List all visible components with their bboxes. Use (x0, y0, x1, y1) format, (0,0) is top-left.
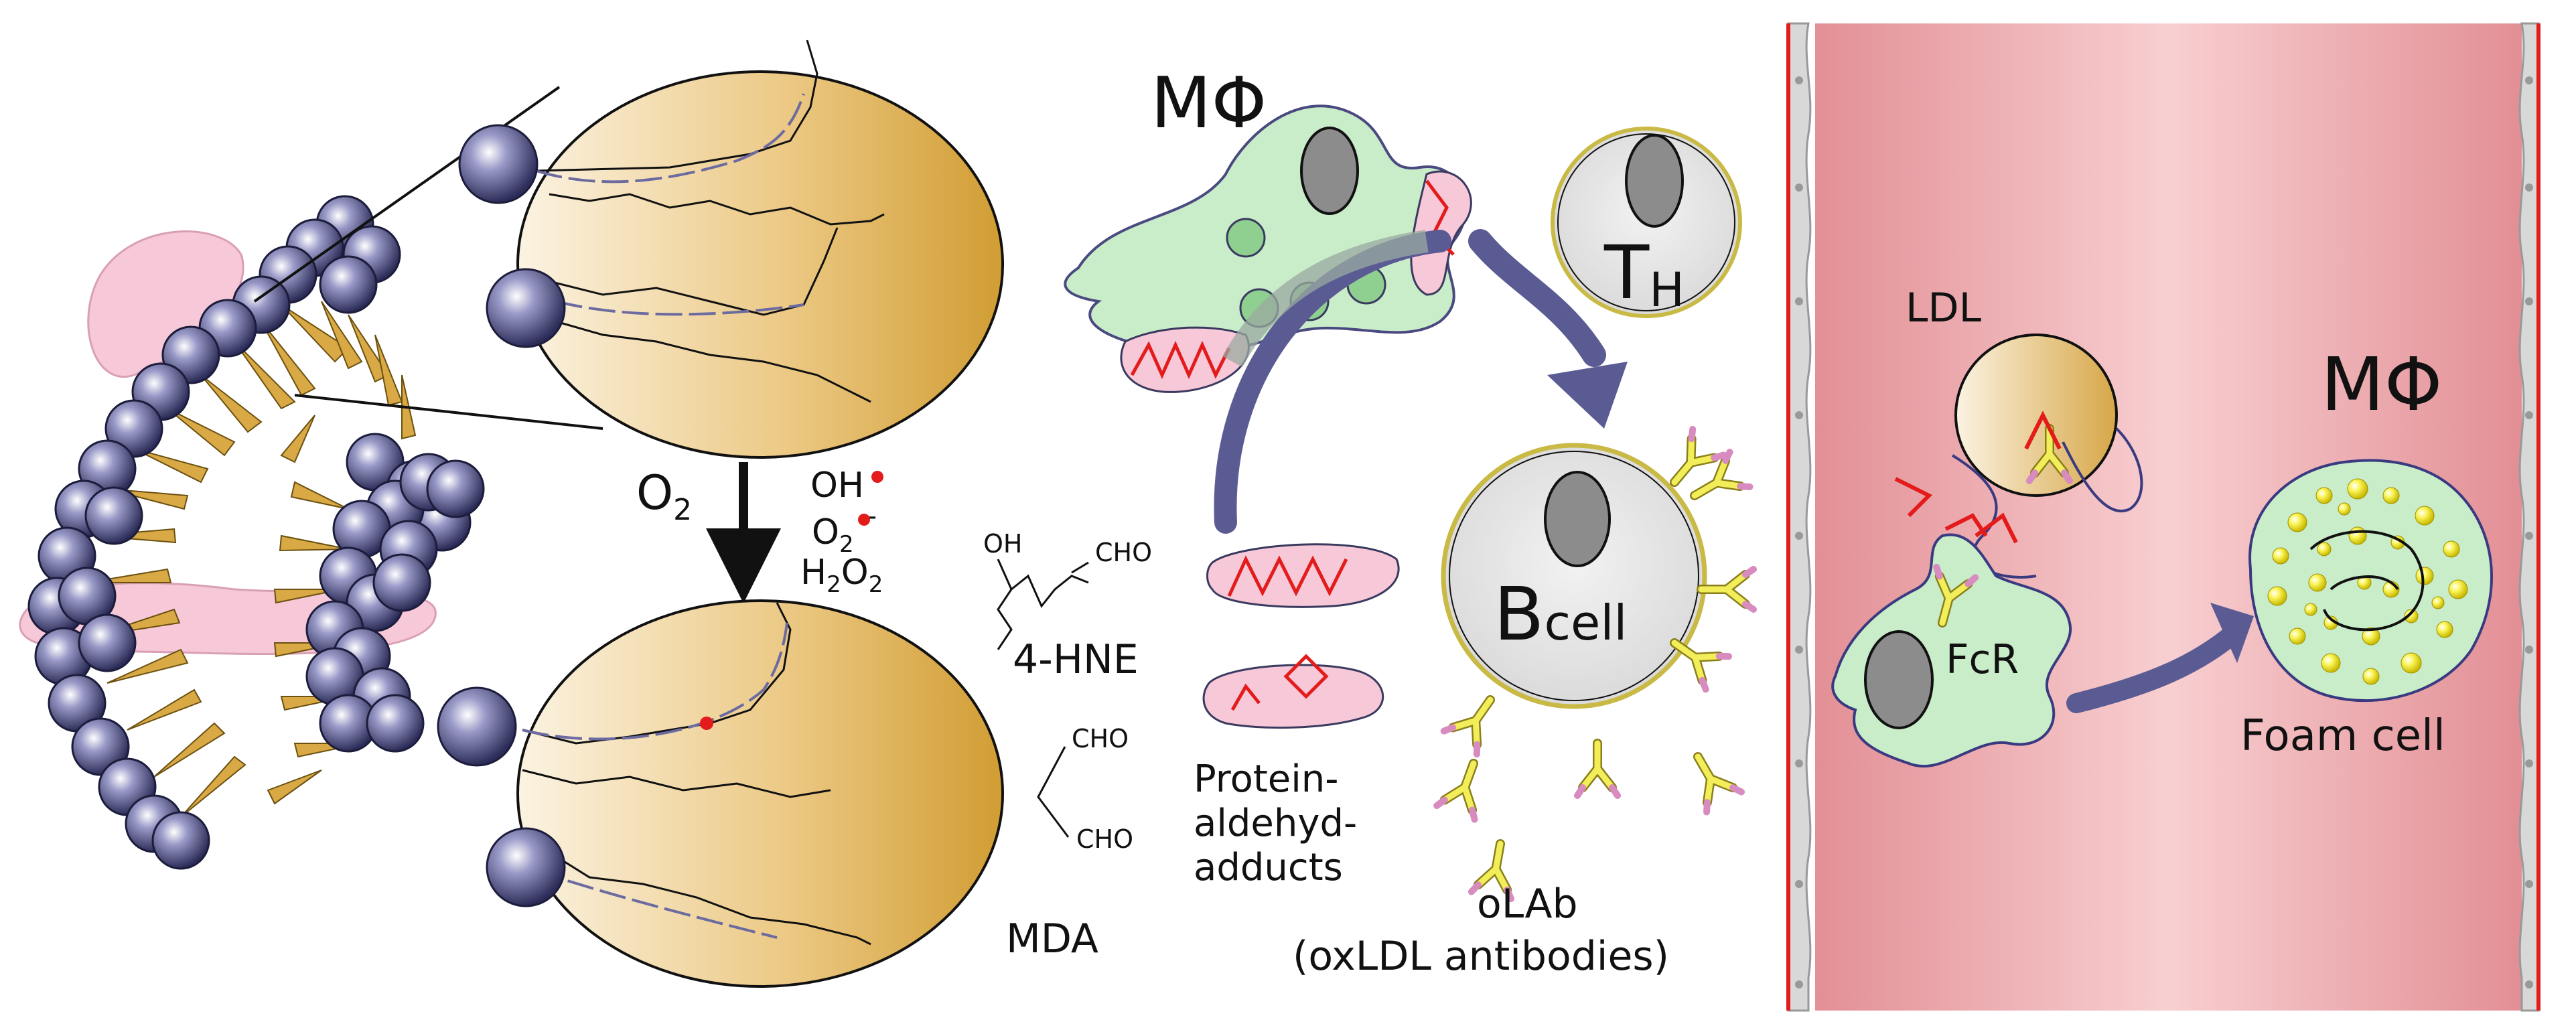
ldl-immune-complex: LDL (1906, 285, 2143, 579)
oxidized-epitope (1975, 512, 2018, 544)
transformation-arrow (2066, 626, 2240, 713)
activation-arrow-head (1547, 362, 1628, 429)
radical-dot (700, 717, 713, 730)
hydrogen-peroxide-label: H2O2 (800, 552, 883, 598)
macrophage-label: MΦ (1151, 62, 1267, 144)
olab-label-line2: (oxLDL antibodies) (1293, 933, 1669, 980)
mda-aldehyde-label-1: CHO (1072, 724, 1129, 753)
oxidation-arrow-group: O2 OH O2- H2O2 (636, 462, 883, 603)
b-cell: Bcell (1443, 429, 1754, 754)
bcell-label: Bcell (1494, 571, 1627, 657)
zoom-line (294, 394, 603, 430)
foam-cell: MΦ Foam cell (2240, 342, 2493, 761)
nucleus (1544, 471, 1611, 567)
oxidized-epitope (1894, 477, 1933, 518)
lipoprotein-particle (19, 86, 603, 870)
antigen-presentation-path-overlay (1222, 230, 1429, 368)
macrophage2-label: MΦ (2321, 342, 2443, 427)
protein-aldehyde-adducts: Protein- aldehyd- adducts (1194, 543, 1400, 889)
transformation-arrow-head (2210, 603, 2254, 663)
nucleus (1300, 127, 1359, 215)
hne-structure: OH CHO 4-HNE (983, 529, 1152, 683)
adducts-label-line1: Protein- (1194, 757, 1339, 801)
th-label: TH (1603, 230, 1685, 317)
phospholipid-zoom-bottom (437, 599, 1004, 988)
free-antibodies (1437, 743, 1741, 899)
adducts-label-line2: aldehyd- (1194, 802, 1357, 845)
hydroxyl-radical-label: OH (810, 465, 864, 506)
hydroxyl-label: OH (983, 529, 1022, 559)
t-helper-cell: TH (1551, 127, 1742, 318)
superoxide-label: O2- (812, 501, 877, 558)
activation-arrow (1468, 229, 1606, 367)
zoom-line (253, 86, 561, 303)
nucleus (1625, 134, 1684, 228)
hne-label: 4-HNE (1013, 636, 1139, 683)
mda-structure: CHO CHO MDA (1006, 724, 1133, 962)
radical-dot (871, 471, 883, 483)
adducts-label-line3: adducts (1194, 846, 1343, 889)
phospholipid-zoom-top (458, 40, 1004, 459)
foam-cell-label: Foam cell (2240, 711, 2445, 761)
o2-label: O2 (636, 465, 692, 527)
fcr-label: FcR (1946, 636, 2019, 683)
radical-dot (858, 514, 870, 526)
olab-label-line1: oLAb (1477, 881, 1578, 928)
mda-aldehyde-label-2: CHO (1076, 824, 1133, 854)
mda-label: MDA (1006, 915, 1098, 962)
hne-aldehyde-label: CHO (1095, 538, 1152, 567)
phospholipid-heads (27, 195, 485, 870)
macrophage-fcr: FcR (1831, 513, 2072, 768)
ldl-label: LDL (1906, 285, 1982, 331)
nucleus (1864, 630, 1934, 729)
